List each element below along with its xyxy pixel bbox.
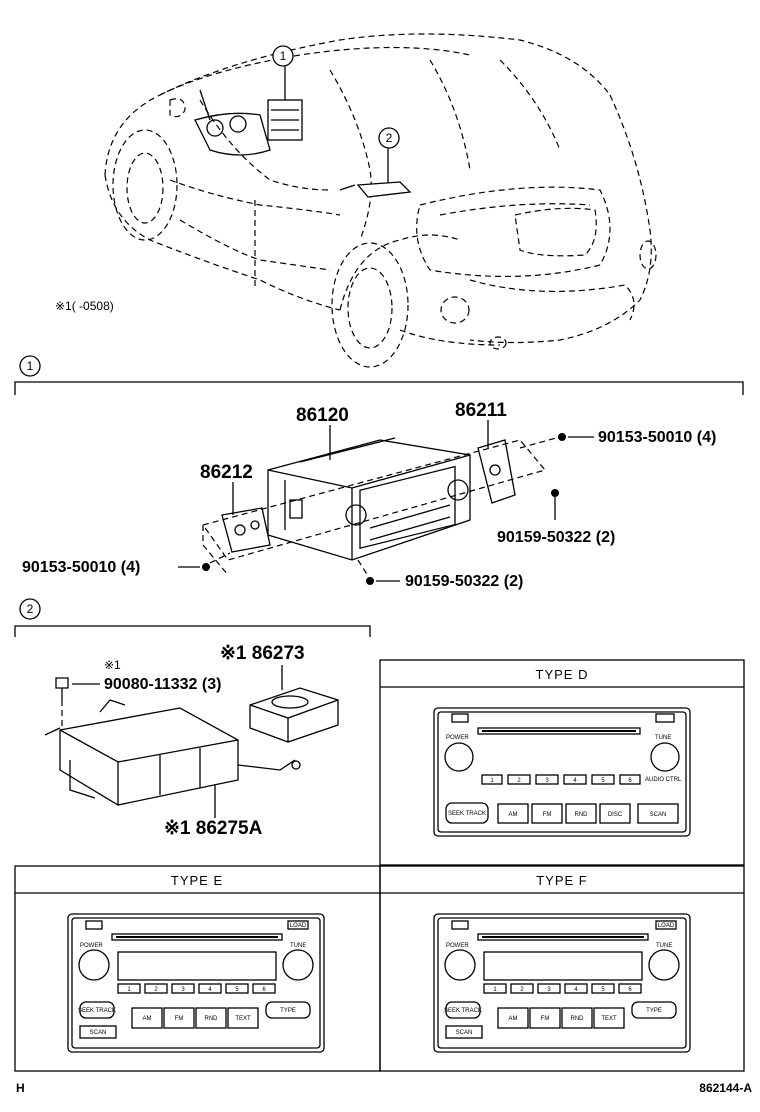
screw-top-right [519, 433, 594, 449]
svg-text:5: 5 [601, 778, 605, 784]
svg-text:SEEK TRACK: SEEK TRACK [78, 1008, 116, 1014]
svg-text:2: 2 [517, 778, 521, 784]
svg-text:3: 3 [545, 778, 549, 784]
svg-text:FM: FM [175, 1016, 184, 1022]
part-86120: 86120 [296, 405, 349, 426]
bracket-86211 [477, 439, 516, 504]
callout-1-top: 1 [272, 45, 294, 67]
svg-text:AM: AM [509, 812, 518, 818]
part-86212: 86212 [200, 462, 253, 483]
screw-left [178, 552, 231, 571]
svg-text:LOAD: LOAD [290, 923, 307, 929]
svg-text:5: 5 [601, 987, 605, 993]
screw-right-lower [551, 489, 559, 520]
svg-text:5: 5 [235, 987, 239, 993]
assembly-box-dashed [202, 439, 547, 576]
bracket-86212 [221, 507, 271, 553]
preset-keys-e: 1 2 3 4 5 6 [117, 983, 276, 994]
section-2-header: 2 [14, 598, 371, 637]
callout-2-top: 2 [378, 127, 400, 149]
footer-left: H [16, 1081, 25, 1095]
part-90159-50322-bottom: 90159-50322 (2) [405, 573, 523, 590]
type-f-panel: TYPE F LOAD POWER TUNE 1 2 3 4 5 6 SEEK … [379, 865, 745, 1072]
vehicle-outline [104, 33, 657, 368]
svg-text:TUNE: TUNE [656, 943, 672, 949]
cd-changer-86275a [44, 699, 301, 818]
screw-bottom [357, 559, 400, 585]
svg-text:AM: AM [509, 1016, 518, 1022]
svg-text:3: 3 [547, 987, 551, 993]
svg-text:POWER: POWER [80, 943, 103, 949]
svg-text:RND: RND [571, 1016, 585, 1022]
type-d-panel: TYPE D POWER TUNE AUDIO CTRL 1 2 3 4 5 6… [379, 659, 745, 866]
svg-text:TUNE: TUNE [290, 943, 306, 949]
type-e-panel: TYPE E LOAD POWER TUNE 1 2 3 4 5 6 SEEK … [14, 865, 381, 1072]
type-d-label: TYPE D [536, 667, 589, 682]
radio-head-unit [267, 437, 471, 561]
svg-text:TYPE: TYPE [646, 1008, 662, 1014]
svg-text:SCAN: SCAN [456, 1030, 473, 1036]
part-86275a: ※1 86275A [164, 818, 263, 839]
type-e-label: TYPE E [171, 873, 223, 888]
svg-text:POWER: POWER [446, 943, 469, 949]
svg-text:1: 1 [27, 359, 34, 373]
svg-text:FM: FM [541, 1016, 550, 1022]
part-86211: 86211 [455, 400, 507, 421]
svg-text:2: 2 [520, 987, 524, 993]
svg-text:6: 6 [262, 987, 266, 993]
section-1-header: 1 [14, 355, 744, 395]
svg-text:RND: RND [575, 812, 589, 818]
preset-keys-f: 1 2 3 4 5 6 [483, 983, 642, 994]
svg-text:6: 6 [628, 778, 632, 784]
svg-text:AM: AM [143, 1016, 152, 1022]
svg-text:1: 1 [127, 987, 131, 993]
svg-text:4: 4 [208, 987, 212, 993]
diagram-number: 862144-A [699, 1081, 752, 1095]
svg-text:1: 1 [493, 987, 497, 993]
svg-text:LOAD: LOAD [658, 923, 675, 929]
callout-1-label: 1 [280, 49, 287, 63]
svg-text:RND: RND [205, 1016, 219, 1022]
svg-text:FM: FM [543, 812, 552, 818]
svg-text:SCAN: SCAN [650, 812, 667, 818]
svg-text:1: 1 [490, 778, 494, 784]
part-86273: ※1 86273 [220, 643, 305, 664]
part-90153-50010-left: 90153-50010 (4) [22, 559, 140, 576]
preset-keys-d: 1 2 3 4 5 6 [481, 774, 641, 785]
svg-text:AUDIO CTRL: AUDIO CTRL [645, 777, 682, 783]
production-note: ※1( -0508) [55, 299, 114, 313]
svg-text:3: 3 [181, 987, 185, 993]
svg-text:DISC: DISC [608, 812, 623, 818]
bolt-90080 [55, 677, 100, 728]
svg-text:2: 2 [154, 987, 158, 993]
svg-text:SEEK TRACK: SEEK TRACK [448, 811, 486, 817]
callout-2-label: 2 [386, 131, 393, 145]
svg-text:SEEK TRACK: SEEK TRACK [444, 1008, 482, 1014]
svg-text:2: 2 [27, 602, 34, 616]
svg-text:TYPE: TYPE [280, 1008, 296, 1014]
svg-text:TEXT: TEXT [601, 1016, 617, 1022]
svg-text:TUNE: TUNE [655, 735, 671, 741]
svg-text:4: 4 [573, 778, 577, 784]
type-f-label: TYPE F [536, 873, 588, 888]
svg-text:TEXT: TEXT [235, 1016, 251, 1022]
svg-text:SCAN: SCAN [90, 1030, 107, 1036]
part-90159-50322-right: 90159-50322 (2) [497, 529, 615, 546]
part-90080-11332: 90080-11332 (3) [104, 676, 221, 693]
svg-text:POWER: POWER [446, 735, 469, 741]
cd-magazine-86273 [249, 665, 339, 743]
svg-text:4: 4 [574, 987, 578, 993]
svg-text:6: 6 [628, 987, 632, 993]
part-90153-50010-right: 90153-50010 (4) [598, 429, 716, 446]
bolt-mark: ※1 [104, 658, 121, 672]
